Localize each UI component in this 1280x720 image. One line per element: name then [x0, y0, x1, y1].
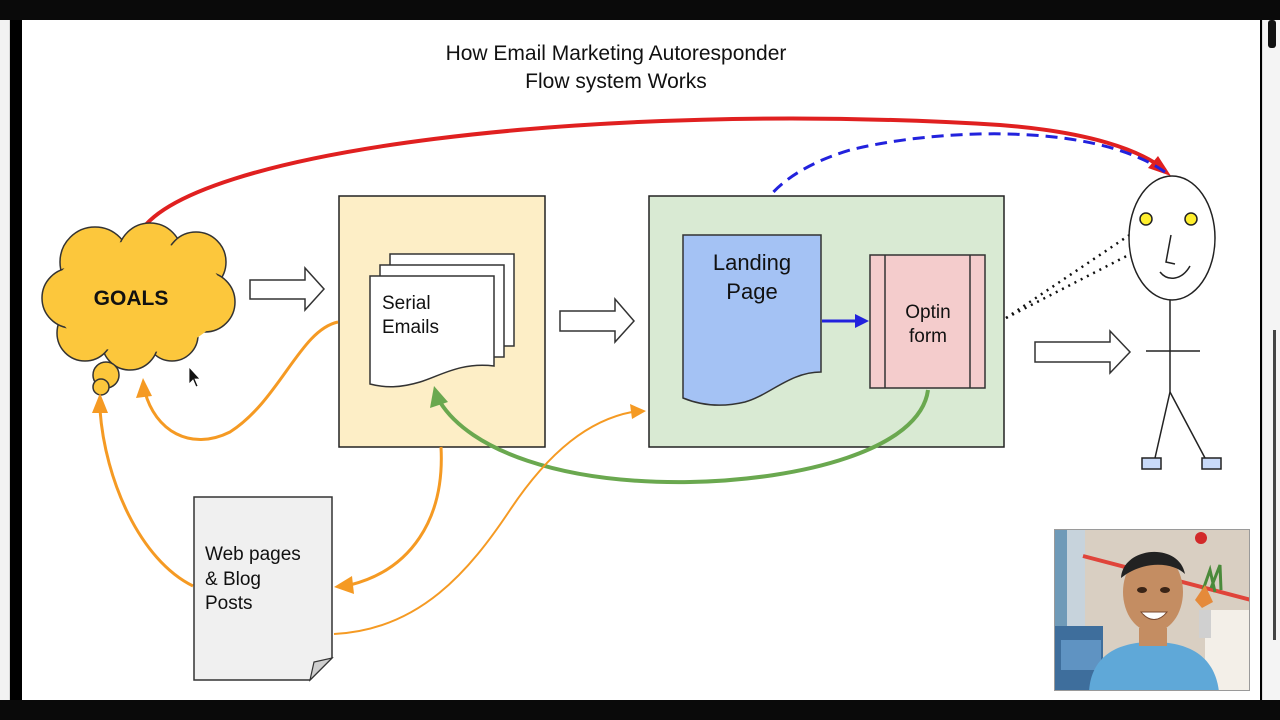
web-pages-label-3: Posts	[205, 593, 253, 614]
diagram-title: How Email Marketing Autoresponder Flow s…	[360, 40, 872, 96]
hollow-arrow-serial-to-landing	[559, 296, 636, 344]
title-line-1: How Email Marketing Autoresponder	[445, 42, 787, 65]
green-arrowhead	[430, 386, 448, 408]
goals-cloud	[41, 222, 236, 396]
scrollbar-thumb[interactable]	[1268, 20, 1276, 48]
mouse-pointer-icon	[188, 365, 201, 388]
web-pages-label-2: & Blog	[205, 569, 261, 590]
webcam-overlay	[1054, 529, 1250, 691]
landing-page-label-1: Landing	[713, 250, 791, 275]
optin-form-label-2: form	[909, 326, 947, 347]
presenter-video-image	[1055, 530, 1249, 690]
orange-flow-serial-to-goals	[143, 320, 339, 442]
orange-flow-webpages-to-landing	[333, 411, 633, 635]
orange-arrowhead-goals-2	[92, 393, 108, 413]
video-letterbox-bottom	[0, 700, 1280, 720]
green-flow-arrow	[438, 389, 930, 485]
scrollbar-indicator	[1273, 330, 1276, 640]
landing-page-document	[682, 234, 822, 406]
web-pages-folded-corner	[308, 656, 334, 682]
optin-form-box	[869, 254, 986, 389]
blue-dashed-arrow	[753, 132, 1166, 223]
orange-flow-webpages-to-goals	[98, 409, 194, 588]
stick-figure-person	[1128, 175, 1222, 470]
serial-emails-label-1: Serial	[382, 293, 431, 314]
goals-label: GOALS	[94, 287, 169, 310]
orange-flow-serial-to-webpages	[349, 446, 443, 587]
video-letterbox-top	[0, 0, 1280, 20]
orange-arrowhead-goals-1	[136, 378, 152, 398]
orange-arrowhead-landing	[630, 404, 646, 419]
serial-emails-label-2: Emails	[382, 317, 439, 338]
red-flow-arrow	[136, 116, 1167, 237]
dotted-sight-line-1	[1005, 226, 1141, 320]
hollow-arrow-goals-to-serial	[249, 266, 326, 312]
landing-page-label-2: Page	[726, 279, 777, 304]
title-line-2: Flow system Works	[525, 70, 707, 93]
serial-emails-document-stack	[369, 253, 515, 388]
web-pages-label-1: Web pages	[205, 544, 301, 565]
orange-arrowhead-webpages	[334, 576, 354, 594]
left-panel-edge	[0, 20, 10, 700]
hollow-arrow-optin-to-person	[1034, 329, 1132, 375]
blue-arrowhead-optin	[855, 314, 869, 328]
optin-form-label-1: Optin	[905, 302, 950, 323]
